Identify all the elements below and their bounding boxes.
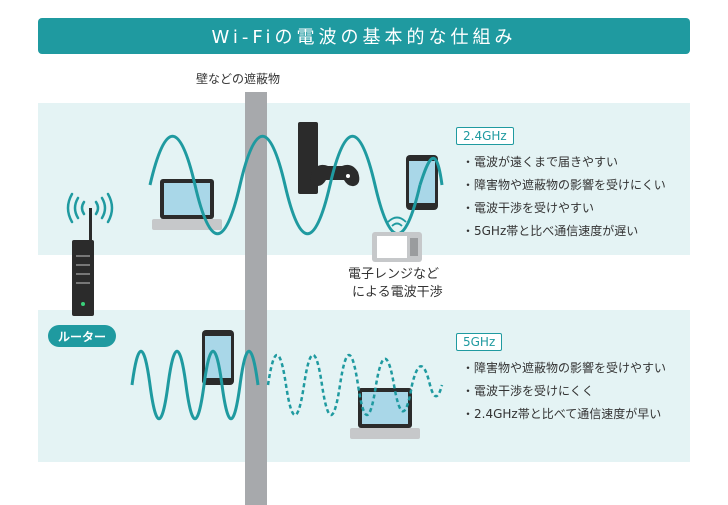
wave-5ghz-dashed <box>266 353 444 417</box>
wall-label: 壁などの遮蔽物 <box>196 72 281 86</box>
game-console-icon <box>298 122 360 194</box>
band-5-bullet: ・2.4GHz帯と比べて通信速度が早い <box>462 407 662 421</box>
band-24-bullet: ・電波干渉を受けやすい <box>462 201 595 215</box>
microwave-label-2: による電波干渉 <box>352 285 443 300</box>
band-5-badge: 5GHz <box>456 333 503 351</box>
microwave-label-1: 電子レンジなど <box>348 267 440 282</box>
wifi-signal-icon <box>66 192 114 224</box>
wave-5ghz-solid <box>130 349 260 421</box>
microwave-icon <box>372 216 422 262</box>
band-24-badge: 2.4GHz <box>456 127 514 145</box>
router-label: ルーター <box>48 325 116 347</box>
band-5-bullet: ・障害物や遮蔽物の影響を受けやすい <box>462 361 667 375</box>
band-24-panel <box>38 103 690 255</box>
page-title: Wi-Fiの電波の基本的な仕組み <box>211 27 517 48</box>
wall <box>245 92 267 505</box>
wave-24ghz <box>148 135 422 235</box>
title-bar: Wi-Fiの電波の基本的な仕組み <box>38 18 690 54</box>
band-24-bullet: ・5GHz帯と比べ通信速度が遅い <box>462 224 639 238</box>
wave-24ghz-end <box>418 156 444 186</box>
band-5-bullet: ・電波干渉を受けにくく <box>462 384 594 398</box>
band-24-bullet: ・電波が遠くまで届きやすい <box>462 155 619 169</box>
band-24-bullet: ・障害物や遮蔽物の影響を受けにくい <box>462 178 666 192</box>
router-icon <box>72 208 94 316</box>
laptop-icon <box>152 179 222 230</box>
